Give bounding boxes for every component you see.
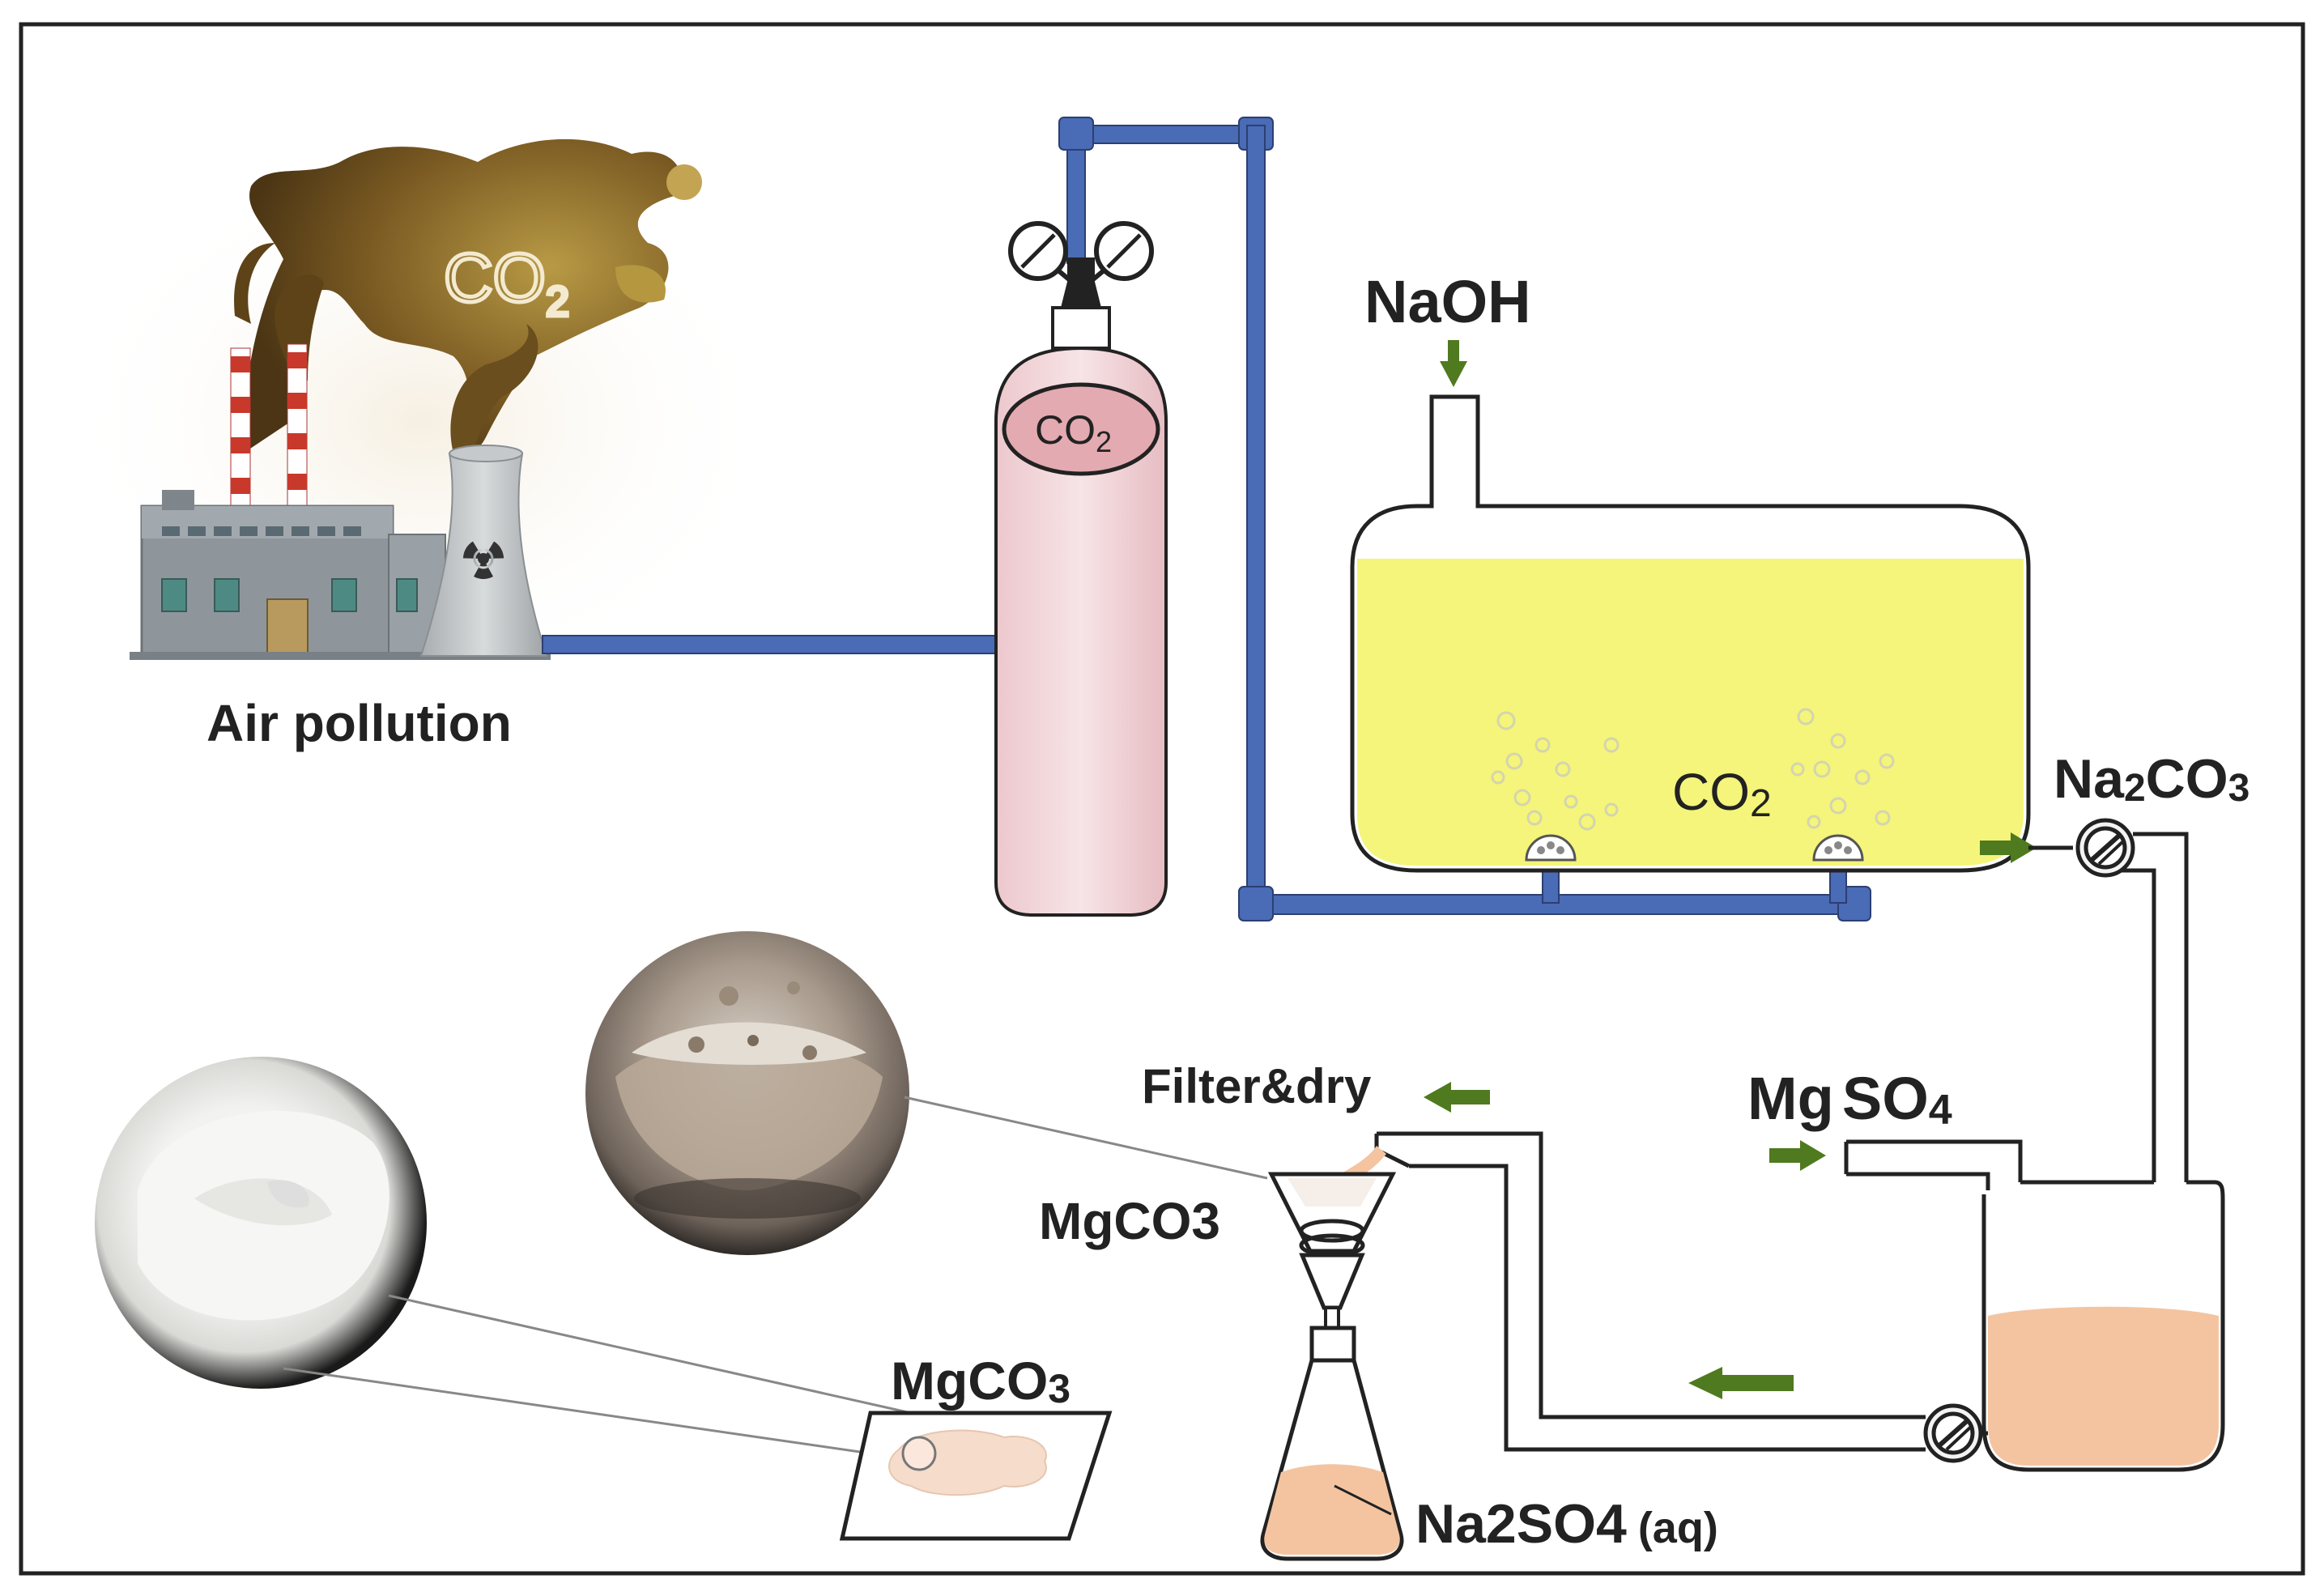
filter-arrow-icon xyxy=(1424,1082,1490,1113)
smoke-co2-subscript: 2 xyxy=(546,279,569,326)
naoh-arrow-icon xyxy=(1440,340,1467,387)
na2co3-label: Na2CO3 xyxy=(2054,748,2250,810)
erlenmeyer-flask-icon xyxy=(1260,1326,1404,1561)
arrow-to-valve-icon xyxy=(1980,832,2037,863)
factory-icon xyxy=(130,490,551,660)
mgso4-arrow-icon xyxy=(1769,1140,1826,1171)
chimney-right-icon xyxy=(287,343,308,511)
mgco3-paper-label: MgCO3 xyxy=(891,1351,1070,1411)
valve-bottom-icon xyxy=(1923,1403,1983,1463)
na2co3-outlet: Na2CO3 xyxy=(1980,748,2250,1182)
pipe-elbow-top-left xyxy=(1058,117,1094,151)
cooling-tower-icon xyxy=(419,445,548,657)
return-line xyxy=(1340,1131,1988,1463)
pressure-gauge-icon xyxy=(1008,221,1154,282)
return-arrow-icon xyxy=(1688,1367,1794,1399)
air-pollution-label: Air pollution xyxy=(206,694,512,752)
filter-dry-label: Filter&dry xyxy=(1142,1059,1372,1113)
filter-paper-icon xyxy=(839,1411,1113,1541)
pipe-down-to-tank xyxy=(1246,125,1266,912)
pipe-top-horizontal xyxy=(1066,125,1262,144)
chimney-left-icon xyxy=(230,347,251,511)
pipe-factory-to-cylinder xyxy=(542,635,997,654)
tank-co2-subscript: 2 xyxy=(1750,782,1772,825)
na2so4-label: Na2SO4(aq) xyxy=(1415,1493,1718,1555)
sample-spot xyxy=(901,1436,937,1471)
cylinder-co2-label: CO2 xyxy=(1035,407,1112,458)
tank-co2-label: CO2 xyxy=(1672,763,1772,825)
figure-border xyxy=(19,22,2305,1576)
naoh-solution xyxy=(1357,559,2024,866)
absorption-tank: NaOH CO2 xyxy=(1350,268,2031,873)
cylinder-co2-subscript: 2 xyxy=(1096,425,1112,458)
filtrate-photo-pointer xyxy=(904,1096,1268,1180)
powder-photo-pointer-top xyxy=(388,1294,912,1415)
gas-cylinder-icon: CO2 xyxy=(994,221,1168,917)
pipe-elbow-bottom-left xyxy=(1238,886,1274,921)
filter-dry-step: Filter&dry xyxy=(1142,1059,1490,1113)
smoke-co2-label: CO2 xyxy=(444,240,569,326)
na2so4-solution xyxy=(1264,1464,1400,1555)
naoh-label: NaOH xyxy=(1364,268,1531,335)
powder-photo-icon xyxy=(95,1057,427,1389)
mgso4-reaction-liquid xyxy=(1988,1306,2219,1466)
valve-icon xyxy=(2075,818,2135,878)
mgco3-funnel-label: MgCO3 xyxy=(1039,1192,1220,1250)
smoke-cloud-icon xyxy=(234,138,702,462)
filtrate-photo-icon xyxy=(585,931,909,1255)
co2-bubbles xyxy=(1491,708,1895,831)
funnel-icon xyxy=(1267,1172,1397,1350)
cylinder-co2-label-ellipse xyxy=(1002,382,1160,476)
radiation-icon xyxy=(462,541,504,580)
sparger-right-icon xyxy=(1812,834,1864,862)
powder-photo-pointer-bottom xyxy=(283,1367,900,1459)
air-pollution-scene: CO2 xyxy=(65,138,777,752)
sparger-left-icon xyxy=(1525,834,1577,862)
